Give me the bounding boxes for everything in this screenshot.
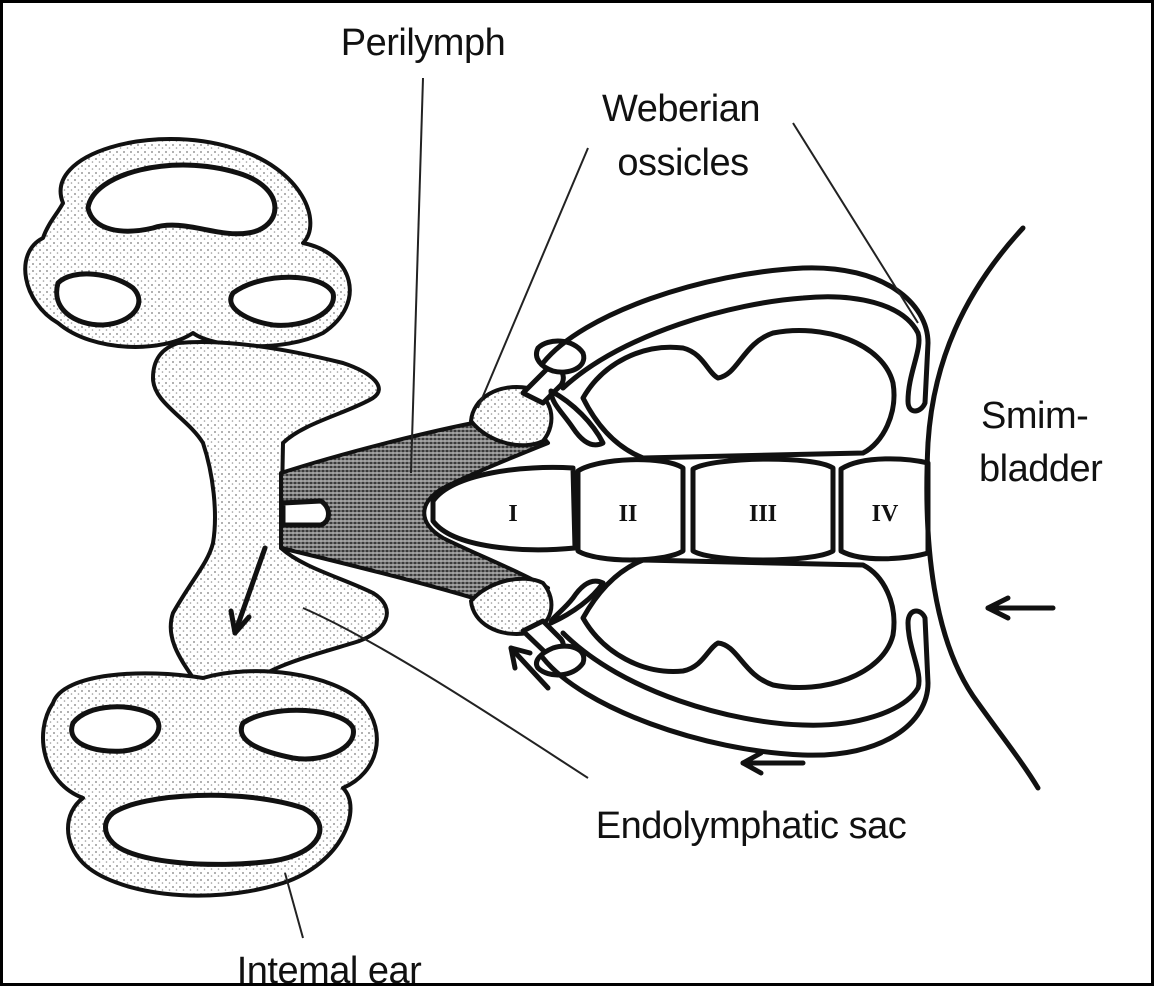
label-weberian-line2: ossicles bbox=[617, 142, 748, 184]
label-perilymph: Perilymph bbox=[341, 22, 505, 64]
upper-vertebral-lobe bbox=[583, 330, 894, 458]
vertebral-column: I II III IV bbox=[433, 459, 928, 560]
vertebra-label-2: II bbox=[619, 501, 638, 527]
label-weberian-line1: Weberian bbox=[602, 88, 760, 130]
vertebra-label-4: IV bbox=[872, 501, 899, 527]
weberian-leader-wall bbox=[793, 123, 918, 323]
label-swim-line1: Smim- bbox=[981, 395, 1088, 437]
label-endolymphatic-sac: Endolymphatic sac bbox=[596, 805, 906, 847]
lower-labyrinth bbox=[43, 671, 377, 896]
perilymph-leader bbox=[411, 78, 423, 473]
upper-labyrinth bbox=[25, 139, 350, 347]
label-internal-ear: Intemal ear bbox=[237, 950, 422, 986]
swimbladder-wall bbox=[927, 228, 1038, 788]
weberian-apparatus-diagram: I II III IV Perilymph Weberian ossicles … bbox=[3, 3, 1154, 986]
vertebra-label-1: I bbox=[508, 501, 517, 527]
label-swim-line2: bladder bbox=[979, 448, 1103, 490]
vertebra-label-3: III bbox=[749, 501, 777, 527]
internal-ear-leader bbox=[285, 873, 303, 938]
lower-vertebral-lobe bbox=[583, 560, 894, 688]
weberian-ossicles-lower bbox=[471, 579, 603, 675]
